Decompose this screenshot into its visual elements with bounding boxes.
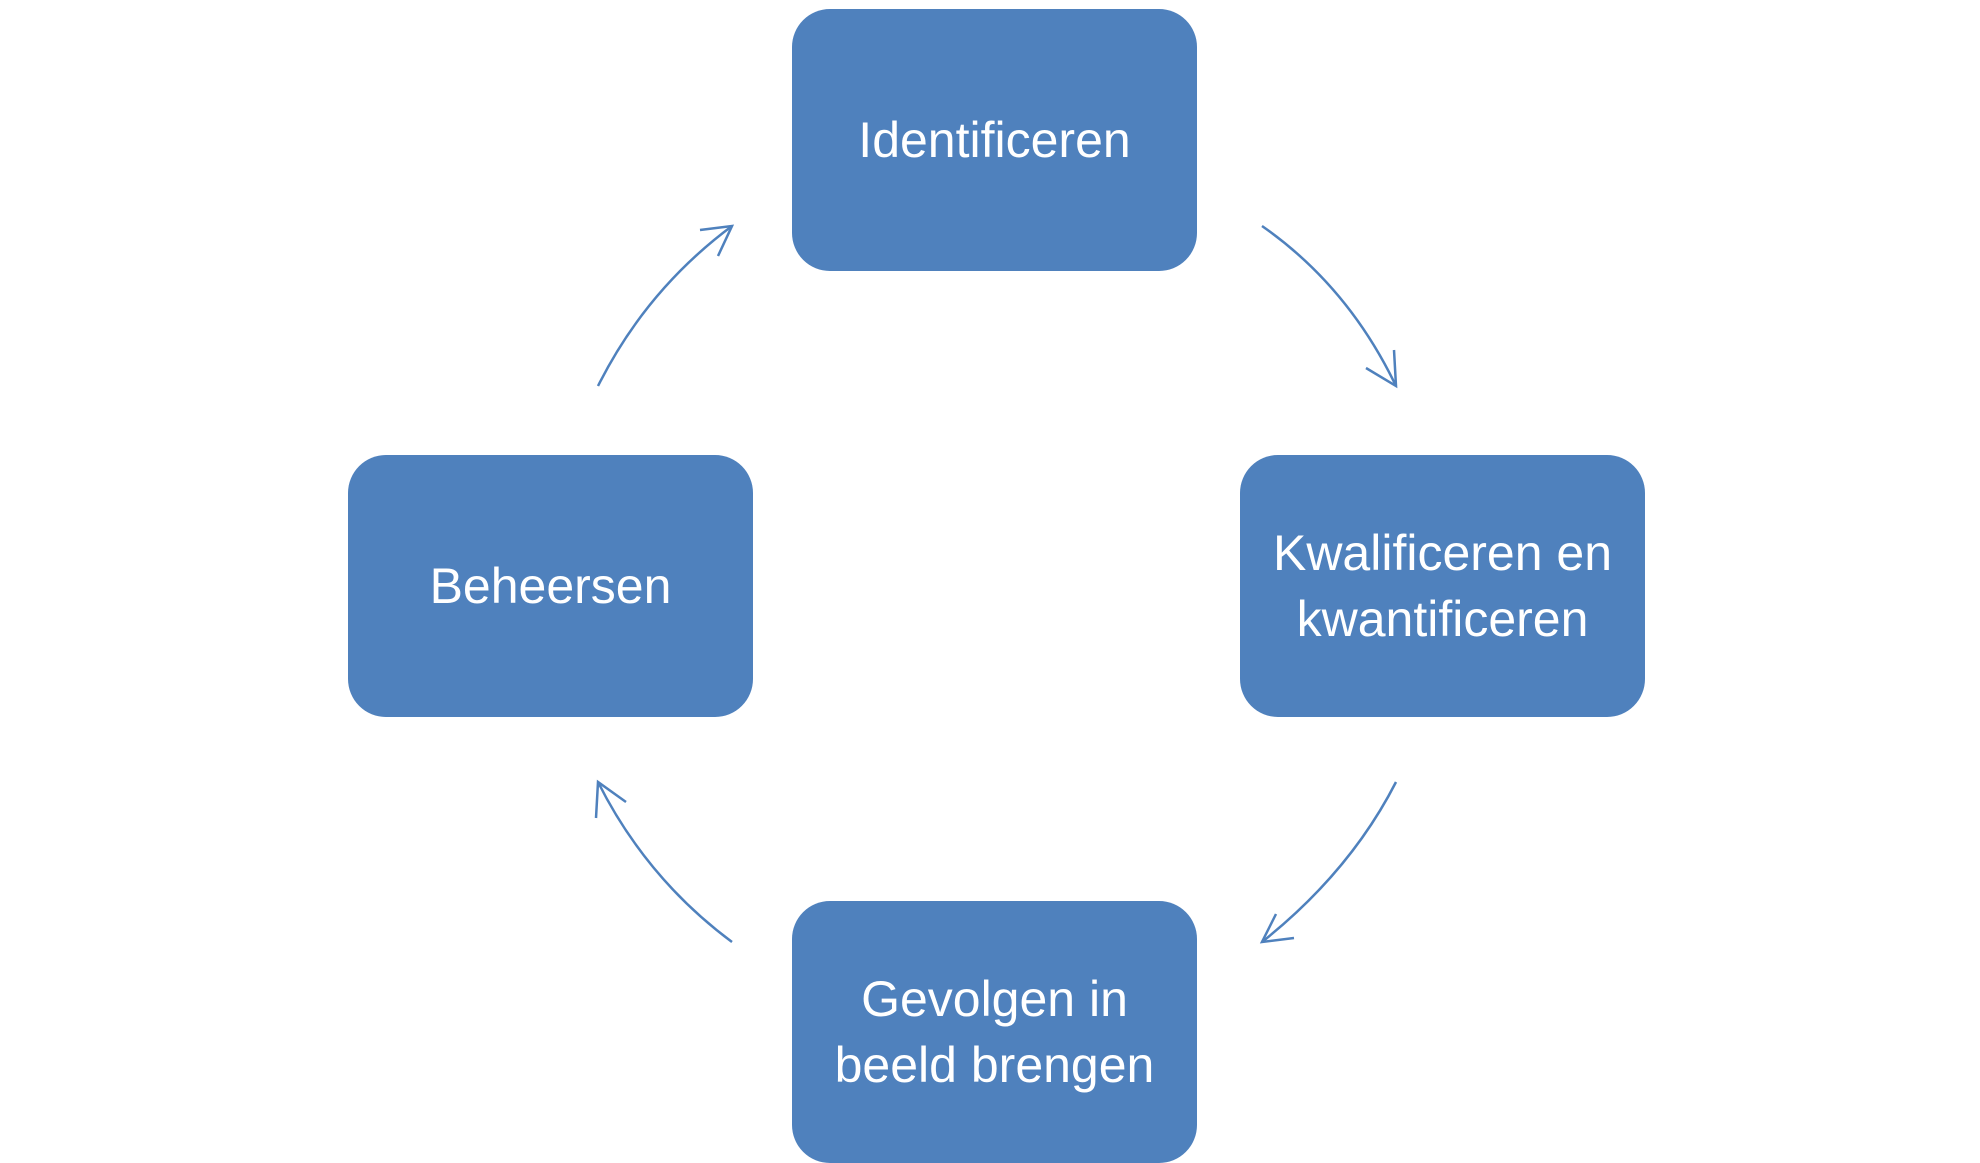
node-kwalificeren-label: Kwalificeren en kwantificeren: [1272, 525, 1613, 647]
node-gevolgen-label: Gevolgen in beeld brengen: [834, 971, 1155, 1093]
node-gevolgen-in-beeld-brengen: Gevolgen in beeld brengen: [792, 901, 1197, 1163]
node-identificeren: Identificeren: [792, 9, 1197, 271]
node-beheersen-label: Beheersen: [429, 558, 672, 614]
node-identificeren-label: Identificeren: [858, 112, 1131, 168]
arrow-identificeren-to-kwalificeren: [1261, 224, 1398, 389]
arrow-gevolgen-to-beheersen: [594, 779, 733, 944]
arrow-kwalificeren-to-gevolgen: [1259, 781, 1398, 944]
node-kwalificeren-en-kwantificeren: Kwalificeren en kwantificeren: [1240, 455, 1645, 717]
node-beheersen: Beheersen: [348, 455, 753, 717]
arrow-beheersen-to-identificeren: [596, 224, 735, 387]
